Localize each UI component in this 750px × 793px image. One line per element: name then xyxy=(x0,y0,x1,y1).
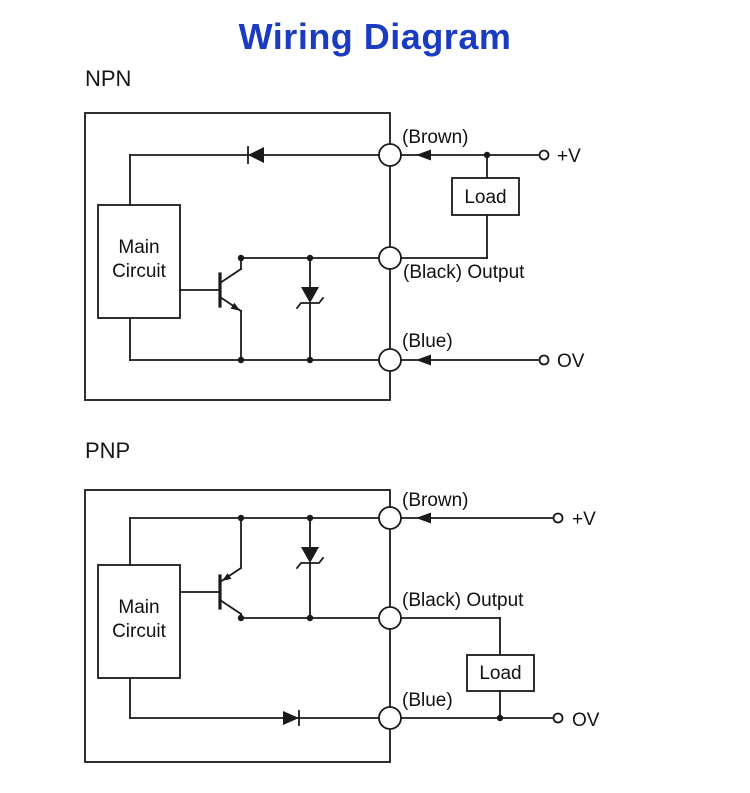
pnp-diagram: PNP Main Circuit xyxy=(84,438,600,763)
pnp-load-box xyxy=(466,654,535,692)
junction-dot xyxy=(306,356,314,364)
npn-load-label: Load xyxy=(464,187,506,208)
pnp-black-line: (Black) Output Load xyxy=(400,590,535,719)
pnp-blue-label: (Blue) xyxy=(402,690,453,711)
pnp-brown-label: (Brown) xyxy=(402,490,469,511)
junction-dot xyxy=(306,614,314,622)
pnp-black-label: (Black) Output xyxy=(402,590,524,611)
npn-brown-line: (Brown) +V xyxy=(400,127,581,167)
current-arrow-icon xyxy=(416,149,431,161)
zener-triangle xyxy=(301,287,319,303)
junction-dot xyxy=(237,356,245,364)
pnp-brown-line: (Brown) +V xyxy=(400,490,596,530)
pnp-brown-terminal xyxy=(378,506,402,530)
current-arrow-icon xyxy=(416,354,431,366)
emitter-arrow xyxy=(222,573,232,581)
pnp-blue-line: (Blue) OV xyxy=(400,690,600,731)
pnp-plus-v-label: +V xyxy=(572,509,596,530)
pnp-main-circuit-label-line1: Main xyxy=(118,597,159,618)
npn-zener-diode-icon xyxy=(295,257,325,361)
npn-plus-v-label: +V xyxy=(557,146,581,167)
zero-v-terminal-icon xyxy=(552,712,564,724)
pnp-section-label: PNP xyxy=(85,438,130,463)
zener-triangle xyxy=(301,547,319,563)
junction-dot xyxy=(306,254,314,262)
page-title: Wiring Diagram xyxy=(238,16,512,57)
npn-main-circuit-box xyxy=(97,204,181,319)
npn-brown-label: (Brown) xyxy=(402,127,469,148)
npn-blue-label: (Blue) xyxy=(402,331,453,352)
npn-diagram: NPN Main Circuit xyxy=(84,66,585,401)
junction-dot xyxy=(237,514,245,522)
npn-black-label: (Black) Output xyxy=(403,262,525,283)
pnp-protection-diode-icon xyxy=(283,710,300,726)
junction-dot xyxy=(237,614,245,622)
npn-load-box xyxy=(451,177,520,216)
zero-v-terminal-icon xyxy=(538,354,550,366)
plus-v-terminal-icon xyxy=(538,149,550,161)
npn-protection-diode-icon xyxy=(247,146,264,164)
npn-main-circuit-label-line1: Main xyxy=(118,237,159,258)
npn-blue-line: (Blue) OV xyxy=(400,331,585,372)
pnp-blue-terminal xyxy=(378,706,402,730)
pnp-zener-diode-icon xyxy=(295,517,325,619)
npn-transistor-icon xyxy=(179,257,243,361)
pnp-main-circuit-box xyxy=(97,564,181,679)
npn-black-terminal xyxy=(378,246,402,270)
npn-load: Load xyxy=(451,154,520,259)
npn-black-line: (Black) Output xyxy=(400,257,525,283)
pnp-zero-v-label: OV xyxy=(572,710,600,731)
junction-dot xyxy=(237,254,245,262)
diode-triangle xyxy=(248,147,264,163)
pnp-main-circuit-label-line2: Circuit xyxy=(112,621,167,642)
npn-zero-v-label: OV xyxy=(557,351,585,372)
pnp-load-label: Load xyxy=(479,663,521,684)
npn-section-label: NPN xyxy=(85,66,131,91)
diode-triangle xyxy=(283,711,299,725)
junction-dot xyxy=(306,514,314,522)
emitter-arrow xyxy=(230,302,240,311)
collector-diagonal xyxy=(218,598,243,616)
npn-blue-terminal xyxy=(378,348,402,372)
pnp-black-terminal xyxy=(378,606,402,630)
npn-main-circuit-label-line2: Circuit xyxy=(112,261,167,282)
pnp-transistor-icon xyxy=(179,517,243,619)
current-arrow-icon xyxy=(416,512,431,524)
npn-brown-terminal xyxy=(378,143,402,167)
collector-diagonal xyxy=(218,267,243,285)
plus-v-terminal-icon xyxy=(552,512,564,524)
